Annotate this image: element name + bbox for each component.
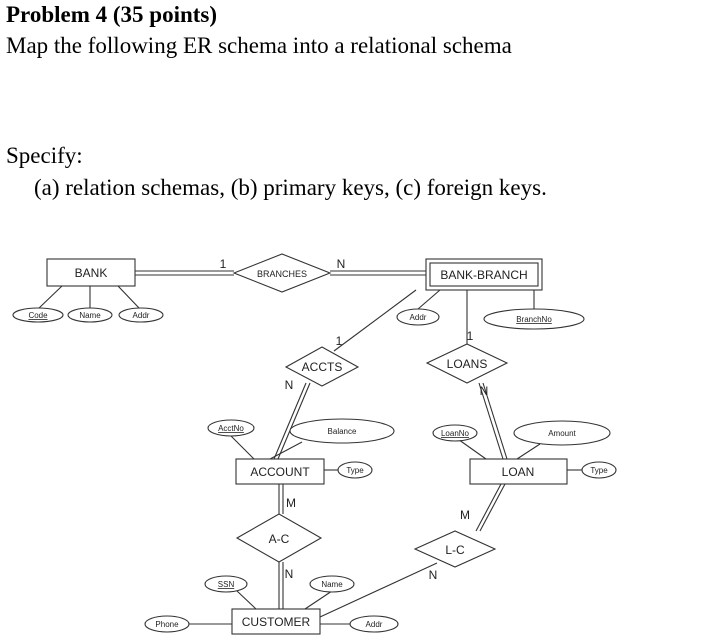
label-l-c: L-C — [445, 543, 465, 557]
entity-bank — [46, 258, 136, 287]
label-attr-ssn: SSN — [218, 580, 235, 589]
attr-loan-no — [432, 424, 478, 442]
attr-bank-addr — [118, 307, 164, 323]
attr-branch-addr — [396, 308, 440, 326]
label-loan: LOAN — [502, 465, 535, 479]
label-customer: CUSTOMER — [242, 615, 311, 629]
card-lc-customer: N — [429, 568, 438, 582]
specify-items: (a) relation schemas, (b) primary keys, … — [34, 175, 547, 200]
attr-balance — [289, 418, 395, 444]
specify-heading: Specify: — [6, 143, 83, 168]
attr-customer-addr — [349, 615, 399, 633]
attr-branch-no — [483, 308, 585, 330]
card-account-ac: M — [286, 496, 296, 510]
relationship-accts — [284, 346, 360, 387]
entity-customer — [231, 608, 321, 635]
attr-loan-type — [581, 461, 617, 479]
label-attr-bank-addr: Addr — [133, 311, 150, 320]
label-branches: BRANCHES — [257, 269, 307, 279]
label-attr-amount: Amount — [548, 429, 576, 438]
card-accts-account: N — [285, 378, 294, 392]
label-attr-branch-no: BranchNo — [516, 315, 552, 324]
label-account: ACCOUNT — [250, 465, 310, 479]
card-branches-branch: N — [337, 257, 346, 271]
label-attr-phone: Phone — [155, 620, 179, 629]
relationship-branches — [232, 253, 332, 293]
entity-loan — [469, 458, 568, 485]
label-attr-code: Code — [28, 311, 48, 320]
label-attr-loan-no: LoanNo — [441, 429, 470, 438]
relationship-l-c — [413, 530, 497, 568]
label-attr-bank-name: Name — [79, 311, 101, 320]
attr-bank-name — [67, 307, 113, 323]
label-loans: LOANS — [447, 357, 488, 371]
card-bank-branches: 1 — [220, 257, 227, 271]
label-bank-branch: BANK-BRANCH — [440, 268, 527, 282]
relationship-a-c — [235, 513, 323, 563]
attr-acct-no — [207, 419, 255, 437]
attr-amount — [513, 420, 611, 446]
attr-bank-code — [12, 307, 64, 323]
label-attr-branch-addr: Addr — [410, 313, 427, 322]
entity-bank-branch — [425, 258, 543, 291]
label-accts: ACCTS — [302, 360, 343, 374]
label-attr-customer-addr: Addr — [366, 620, 383, 629]
label-attr-customer-name: Name — [321, 580, 343, 589]
card-branch-loans: 1 — [467, 329, 474, 343]
label-a-c: A-C — [269, 532, 290, 546]
label-attr-account-type: Type — [346, 466, 364, 475]
card-branch-accts: 1 — [336, 334, 343, 348]
card-ac-customer: N — [285, 567, 294, 581]
entity-account — [235, 458, 325, 485]
label-attr-loan-type: Type — [590, 466, 608, 475]
label-bank: BANK — [75, 266, 108, 280]
attr-phone — [144, 615, 190, 633]
label-attr-balance: Balance — [328, 427, 357, 436]
attr-account-type — [337, 461, 373, 479]
relationship-loans — [425, 343, 509, 384]
card-loans-loan: N — [480, 384, 489, 398]
card-loan-lc: M — [460, 508, 470, 522]
attr-customer-name — [309, 575, 355, 593]
problem-title: Problem 4 (35 points) — [6, 2, 218, 27]
problem-instruction: Map the following ER schema into a relat… — [6, 33, 512, 58]
attr-ssn — [204, 575, 248, 593]
label-attr-acct-no: AcctNo — [218, 424, 244, 433]
